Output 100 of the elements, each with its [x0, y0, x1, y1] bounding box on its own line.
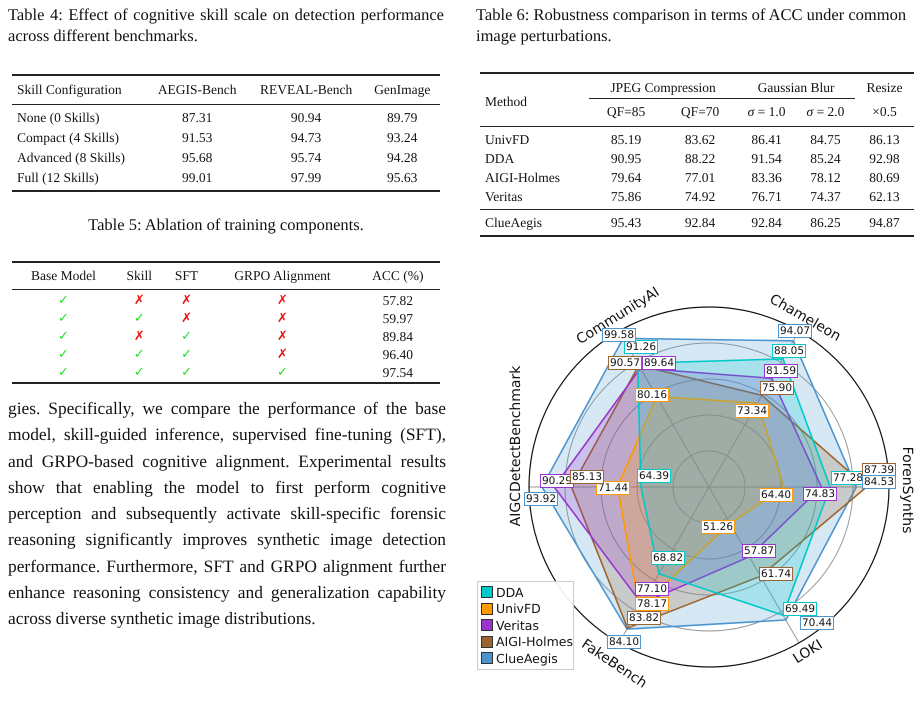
value-label: 71.44 — [596, 481, 630, 495]
score-value: 86.13 — [854, 126, 914, 149]
score-value: 85.19 — [589, 126, 664, 149]
table-caption: Table 6: Robustness comparison in terms of ACC under common image perturbations. — [476, 4, 908, 46]
value-label: 70.44 — [800, 616, 834, 630]
score-value: 83.62 — [663, 126, 738, 149]
score-value: 94.28 — [386, 149, 418, 167]
column-header: Method — [480, 73, 590, 126]
legend-label: ClueAegis — [496, 650, 558, 666]
value-label: 90.57 — [608, 356, 642, 370]
score-value: 80.69 — [868, 169, 901, 187]
score-value: 99.01 — [146, 168, 248, 191]
value-label: 80.16 — [634, 388, 670, 402]
score-value: 92.84 — [737, 210, 796, 236]
column-header: σ = 1.0 — [737, 99, 796, 126]
legend-label: UnivFD — [496, 601, 541, 616]
cross-mark: ✗ — [209, 290, 356, 310]
score-value: 79.64 — [610, 169, 642, 187]
column-header: Skill — [114, 262, 164, 290]
axis-label: AIGCDetectBenchmark — [508, 366, 524, 526]
cross-mark: ✗ — [276, 310, 289, 328]
check-mark: ✓ — [56, 310, 70, 328]
cross-mark: ✗ — [276, 328, 289, 346]
score-value: 78.12 — [809, 169, 842, 187]
cross-mark: ✗ — [276, 346, 289, 364]
score-value: 97.99 — [248, 168, 364, 191]
table-caption: Table 5: Ablation of training components. — [87, 214, 365, 235]
score-value: 88.22 — [684, 150, 716, 168]
value-label: 83.82 — [626, 611, 662, 625]
score-value: 91.54 — [750, 150, 783, 168]
column-header: JPEG Compression — [589, 73, 738, 99]
column-header: SFT — [164, 262, 210, 290]
column-header: GenImage — [364, 75, 440, 104]
legend-label: DDA — [496, 584, 524, 600]
score-value: 86.41 — [737, 126, 796, 149]
score-value: 59.97 — [382, 310, 414, 328]
column-header: ACC (%) — [356, 262, 440, 290]
score-value: 74.92 — [663, 187, 738, 210]
check-mark: ✓ — [180, 346, 193, 364]
score-value: 77.01 — [684, 169, 716, 187]
cross-mark: ✗ — [164, 290, 210, 310]
cross-mark: ✗ — [132, 328, 146, 346]
score-value: 83.36 — [750, 169, 783, 187]
score-value: 95.43 — [589, 210, 664, 236]
score-value: 89.79 — [364, 104, 440, 128]
score-value: 97.54 — [356, 364, 440, 383]
score-value: 75.86 — [589, 187, 664, 210]
axis-label: ForenSynths — [899, 446, 915, 534]
table-caption: Table 4: Effect of cognitive skill scale on detection performance across different benchmarks. — [8, 4, 444, 46]
column-header: Base Model — [12, 262, 115, 290]
row-label: DDA — [484, 150, 516, 168]
row-label: Veritas — [480, 187, 590, 210]
check-mark: ✓ — [209, 364, 356, 383]
value-label: 93.92 — [524, 492, 558, 506]
value-label: 89.64 — [642, 356, 676, 370]
score-value: 94.73 — [290, 129, 322, 147]
value-label: 81.59 — [764, 364, 798, 378]
legend-label: AIGI-Holmes — [496, 634, 573, 650]
score-value: 90.95 — [610, 150, 642, 168]
score-value: 95.63 — [364, 168, 440, 191]
score-value: 95.74 — [290, 149, 322, 167]
column-header: REVEAL-Bench — [248, 75, 364, 104]
cross-mark: ✗ — [180, 310, 193, 328]
score-value: 91.53 — [181, 129, 214, 147]
score-value: 62.13 — [854, 187, 914, 210]
score-value: 89.84 — [382, 328, 414, 346]
check-mark: ✓ — [132, 310, 146, 328]
row-label: ClueAegis — [480, 210, 590, 236]
row-label: AIGI-Holmes — [484, 169, 561, 187]
row-label: UnivFD — [480, 126, 590, 149]
cross-mark: ✗ — [114, 290, 164, 310]
value-label: 77.10 — [634, 582, 670, 596]
value-label: 64.39 — [636, 469, 672, 483]
value-label: 61.74 — [758, 567, 794, 581]
check-mark: ✓ — [12, 364, 115, 383]
value-label: 69.49 — [782, 602, 818, 616]
value-label: 88.05 — [772, 344, 806, 358]
value-label: 75.90 — [760, 381, 794, 395]
score-value: 92.98 — [868, 150, 901, 168]
column-header: QF=85 — [589, 99, 664, 126]
check-mark: ✓ — [180, 328, 193, 346]
score-value: 87.31 — [146, 104, 248, 128]
check-mark: ✓ — [12, 290, 115, 310]
value-label: 84.53 — [862, 475, 896, 489]
column-header: σ = 2.0 — [796, 99, 855, 126]
value-label: 73.34 — [734, 404, 770, 418]
check-mark: ✓ — [164, 364, 210, 383]
score-value: 92.84 — [663, 210, 738, 236]
score-value: 95.68 — [181, 149, 214, 167]
check-mark: ✓ — [114, 364, 164, 383]
score-value: 96.40 — [382, 346, 414, 364]
value-label: 51.26 — [700, 520, 736, 534]
check-mark: ✓ — [132, 346, 146, 364]
column-header: Gaussian Blur — [737, 73, 855, 99]
score-value: 84.75 — [796, 126, 855, 149]
score-value: 85.24 — [809, 150, 842, 168]
row-label: Advanced (8 Skills) — [16, 149, 126, 167]
check-mark: ✓ — [56, 346, 70, 364]
value-label: 78.17 — [634, 597, 670, 611]
column-header: ×0.5 — [854, 99, 914, 126]
